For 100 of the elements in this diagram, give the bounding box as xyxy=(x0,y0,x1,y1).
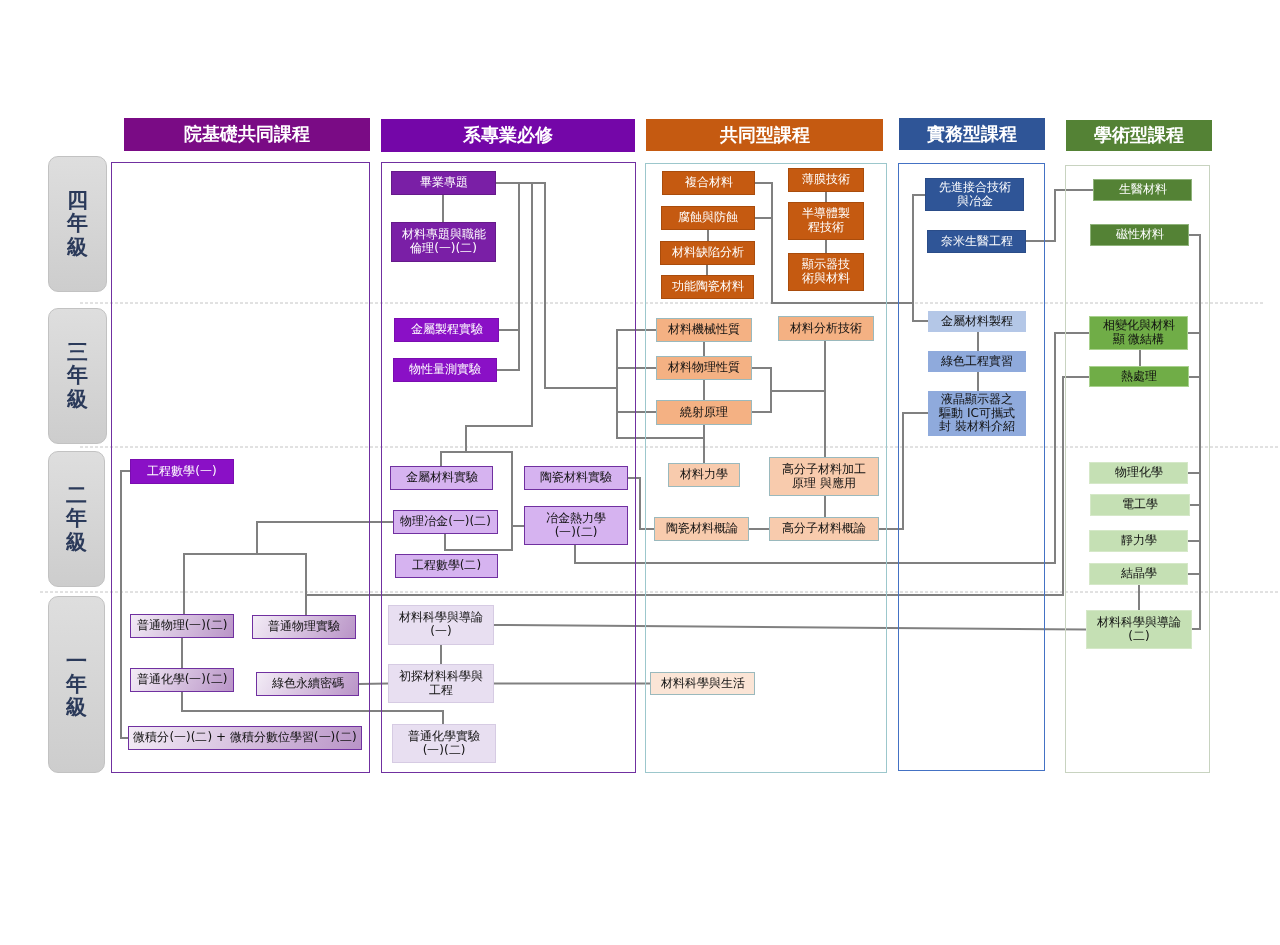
connector-line xyxy=(707,229,709,242)
connector-line xyxy=(977,331,979,352)
course-box xyxy=(650,672,755,695)
course-box xyxy=(391,222,496,262)
course-box xyxy=(1089,366,1189,387)
course-box xyxy=(388,605,494,645)
course-name: 工程數學(二) xyxy=(411,559,482,573)
connector-line xyxy=(120,470,131,739)
course-name: 材料科學與導論(一) xyxy=(398,611,484,639)
year-tab xyxy=(48,156,107,292)
course-name: 物性量測實驗 xyxy=(409,363,481,377)
column-header xyxy=(124,118,370,151)
connector-line xyxy=(703,379,705,401)
course-box xyxy=(1090,494,1190,516)
course-name: 半導體製程技術 xyxy=(801,207,851,235)
connector-line xyxy=(825,239,827,254)
connector-line xyxy=(824,340,826,458)
connector-line xyxy=(703,341,705,357)
connector-line xyxy=(977,371,979,392)
connector-line xyxy=(181,691,444,725)
connector-line xyxy=(495,182,520,371)
course-name: 金屬製程實驗 xyxy=(410,323,483,337)
course-box xyxy=(668,463,740,487)
course-name: 生醫材料 xyxy=(1118,183,1167,197)
course-box xyxy=(662,171,755,195)
connector-line xyxy=(183,521,394,616)
column-title: 學術型課程 xyxy=(1094,125,1184,146)
course-box xyxy=(393,358,497,382)
course-name: 熱處理 xyxy=(1121,369,1157,384)
year-label: 一年級 xyxy=(66,649,87,720)
course-box xyxy=(391,171,496,195)
column-title: 共同型課程 xyxy=(719,124,810,146)
course-box xyxy=(393,510,498,534)
course-box xyxy=(656,400,752,425)
connector-line xyxy=(181,637,183,669)
course-box xyxy=(1093,179,1192,201)
column-title: 實務型課程 xyxy=(927,123,1017,145)
course-name: 畢業專題 xyxy=(419,176,468,190)
course-name: 普通物理(一)(二) xyxy=(136,619,228,633)
course-name: 材料科學與生活 xyxy=(660,676,745,691)
course-box xyxy=(1086,610,1192,649)
year-tab xyxy=(48,451,105,587)
course-name: 材料缺陷分析 xyxy=(671,246,744,260)
year-label: 三年級 xyxy=(67,341,88,411)
course-box xyxy=(392,724,496,763)
connector-line xyxy=(878,412,929,530)
course-name: 結晶學 xyxy=(1120,567,1157,581)
year-label: 二年級 xyxy=(66,484,87,554)
connector-line xyxy=(1138,584,1140,611)
course-box xyxy=(925,178,1024,211)
course-name: 綠色永續密碼 xyxy=(271,677,344,691)
course-box xyxy=(928,311,1026,332)
course-name: 冶金熱力學(一)(二) xyxy=(545,511,607,540)
course-name: 物理冶金(一)(二) xyxy=(400,515,491,529)
column-header xyxy=(646,119,883,151)
connector-line xyxy=(358,682,389,685)
course-name: 繞射原理 xyxy=(680,405,728,420)
course-box xyxy=(128,726,362,750)
course-name: 材料機械性質 xyxy=(668,323,740,337)
course-box xyxy=(788,202,864,240)
course-box xyxy=(788,168,864,192)
column-title: 系專業必修 xyxy=(463,125,553,146)
course-name: 材料力學 xyxy=(680,468,728,482)
column-panel xyxy=(645,163,887,773)
course-box xyxy=(1089,563,1188,585)
connector-line xyxy=(574,332,1090,564)
course-name: 物理化學 xyxy=(1114,466,1163,480)
column-header xyxy=(1066,120,1212,151)
year-label: 四年級 xyxy=(67,189,88,259)
course-name: 高分子材料加工原理 與應用 xyxy=(781,462,867,491)
column-title: 院基礎共同課程 xyxy=(184,124,310,145)
course-name: 奈米生醫工程 xyxy=(940,234,1013,249)
course-name: 電工學 xyxy=(1122,498,1158,512)
course-box xyxy=(256,672,359,696)
course-box xyxy=(661,275,754,299)
connector-line xyxy=(824,495,826,518)
course-name: 液晶顯示器之驅動 IC可攜式封 裝材料介紹 xyxy=(938,392,1016,435)
course-name: 磁性材料 xyxy=(1115,228,1164,242)
connector-line xyxy=(493,682,651,685)
year-tab xyxy=(48,596,105,773)
course-box xyxy=(395,554,498,578)
course-box xyxy=(769,457,879,496)
course-box xyxy=(130,668,234,692)
column-panel xyxy=(111,162,370,773)
course-box xyxy=(524,506,628,545)
course-name: 材料科學與導論(二) xyxy=(1096,615,1182,644)
column-panel xyxy=(381,162,636,773)
course-box xyxy=(654,517,749,541)
connector-line xyxy=(440,644,442,665)
course-box xyxy=(769,517,879,541)
year-tab xyxy=(48,308,107,444)
course-box xyxy=(1089,316,1188,350)
connector-line xyxy=(1139,349,1141,367)
course-name: 靜力學 xyxy=(1120,534,1157,548)
connector-line xyxy=(703,424,705,464)
connector-line xyxy=(493,624,1087,631)
course-box xyxy=(661,206,755,230)
course-box xyxy=(660,241,755,265)
course-name: 微積分(一)(二) + 微積分數位學習(一)(二) xyxy=(133,731,357,745)
course-name: 普通物理實驗 xyxy=(268,620,340,634)
